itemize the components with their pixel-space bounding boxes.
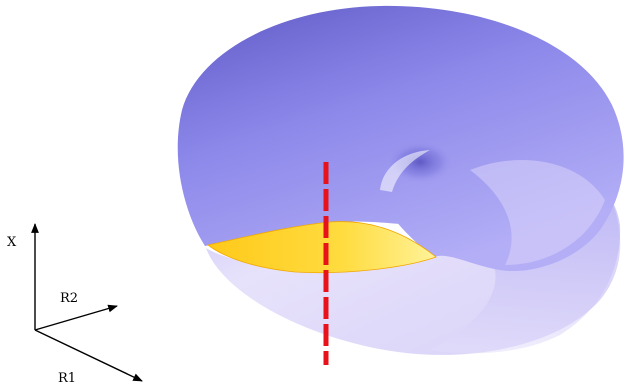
- coordinate-frame: [35, 224, 142, 381]
- r1-axis-arrow: [35, 330, 142, 381]
- r1-axis-label: R1: [58, 372, 76, 385]
- spiral-surface: [178, 6, 624, 355]
- r2-axis-label: R2: [60, 292, 78, 305]
- x-axis-label: X: [7, 236, 16, 249]
- r2-axis-arrow: [35, 306, 117, 330]
